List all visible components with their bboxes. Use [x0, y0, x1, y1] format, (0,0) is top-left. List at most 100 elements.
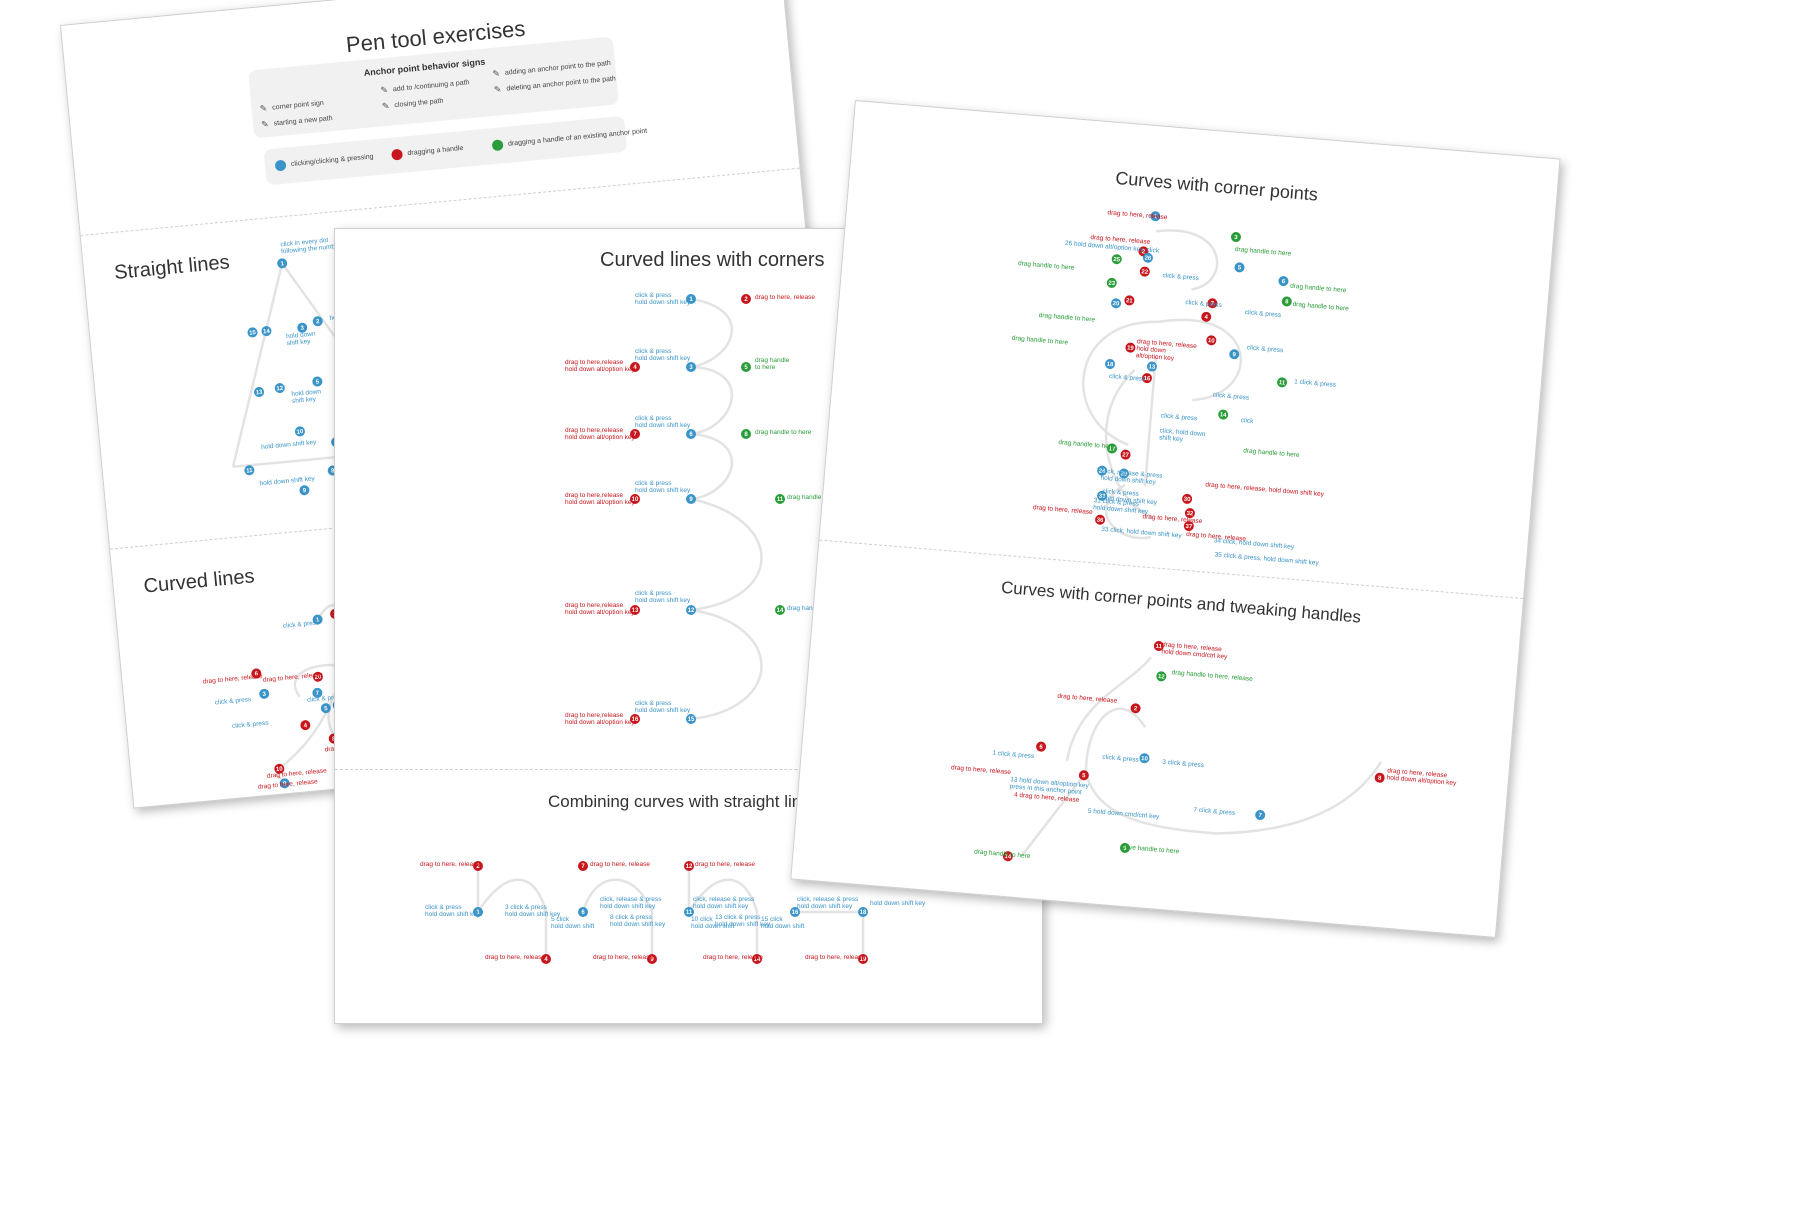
- anchor-dot-36: 36: [1095, 514, 1106, 525]
- svg-text:12: 12: [688, 608, 695, 614]
- svg-text:8: 8: [1285, 299, 1289, 305]
- svg-text:3: 3: [300, 326, 305, 332]
- svg-text:26: 26: [1144, 256, 1152, 263]
- svg-text:36: 36: [1096, 517, 1104, 524]
- anchor-dot-7: 7: [630, 429, 640, 439]
- svg-text:9: 9: [283, 781, 288, 787]
- anchor-dot-30: 30: [1182, 493, 1193, 504]
- svg-text:3: 3: [1234, 235, 1238, 241]
- svg-text:16: 16: [632, 717, 639, 723]
- anchor-dot-7: 7: [1255, 810, 1266, 821]
- anchor-dot-25: 25: [1111, 254, 1122, 265]
- anchor-dot-4: 4: [300, 720, 311, 731]
- anchor-dot-13: 13: [1146, 361, 1157, 372]
- anchor-dot-5: 5: [312, 376, 323, 387]
- instruction-label: drag handle to here: [1292, 301, 1349, 313]
- svg-text:14: 14: [777, 608, 784, 614]
- svg-text:14: 14: [263, 329, 271, 336]
- svg-text:13: 13: [632, 608, 639, 614]
- svg-text:10: 10: [1141, 756, 1149, 763]
- anchor-dot-6: 6: [1278, 276, 1289, 287]
- svg-text:3: 3: [689, 365, 693, 371]
- instruction-label: hold downshift key: [286, 330, 317, 347]
- instruction-label: drag to here, release: [1090, 234, 1151, 246]
- anchor-dot-13: 13: [254, 387, 265, 398]
- anchor-dot-11: 11: [1153, 641, 1164, 652]
- anchor-dot-5: 5: [741, 362, 751, 372]
- anchor-dot-15: 15: [247, 327, 258, 338]
- anchor-dot-20: 20: [312, 671, 323, 682]
- anchor-dot-5: 5: [1234, 262, 1245, 273]
- anchor-dot-8: 8: [741, 429, 751, 439]
- svg-text:10: 10: [276, 766, 284, 773]
- anchor-dot-19: 19: [858, 954, 868, 964]
- instruction-label: click & press: [232, 720, 270, 730]
- svg-text:6: 6: [581, 910, 585, 916]
- anchor-dot-1: 1: [686, 294, 696, 304]
- anchor-dot-10: 10: [630, 494, 640, 504]
- svg-text:5: 5: [1237, 265, 1241, 271]
- instruction-label: drag handle to here: [1290, 283, 1347, 295]
- instruction-label: drag handle to here: [1058, 439, 1115, 451]
- anchor-dot-7: 7: [1207, 298, 1218, 309]
- svg-text:11: 11: [1279, 380, 1286, 387]
- anchor-dot-12: 12: [1156, 671, 1167, 682]
- svg-text:1: 1: [476, 910, 480, 916]
- instruction-label: drag handle to here: [1018, 260, 1075, 272]
- instruction-label: drag to here, release: [1186, 531, 1247, 543]
- anchor-dot-4: 4: [1201, 311, 1212, 322]
- anchor-dot-9: 9: [647, 954, 657, 964]
- anchor-dot-9: 9: [299, 485, 310, 496]
- instruction-label: drag to here, release: [805, 954, 865, 961]
- anchor-dot-10: 10: [294, 426, 305, 437]
- instruction-label: drag to here, releasehold downalt/option…: [1136, 338, 1198, 364]
- instruction-label: 3 click & press: [1162, 759, 1205, 770]
- instruction-label: click: [1240, 417, 1254, 425]
- instruction-label: drag to here, release: [258, 778, 319, 791]
- svg-text:4: 4: [633, 365, 637, 371]
- anchor-dot-18: 18: [1105, 359, 1116, 370]
- svg-text:14: 14: [754, 957, 761, 963]
- svg-text:18: 18: [1106, 362, 1114, 369]
- anchor-dot-2: 2: [473, 861, 483, 871]
- instruction-label: 5 hold down cmd/ctrl key: [1088, 808, 1161, 821]
- anchor-dot-16: 16: [630, 714, 640, 724]
- svg-text:11: 11: [246, 468, 254, 475]
- svg-text:11: 11: [777, 497, 784, 503]
- svg-text:2: 2: [744, 297, 748, 303]
- anchor-dot-6: 6: [1036, 741, 1047, 752]
- svg-text:7: 7: [581, 864, 585, 870]
- anchor-dot-9: 9: [1229, 349, 1240, 360]
- anchor-dot-18: 18: [858, 907, 868, 917]
- instruction-label: click & press: [1185, 299, 1223, 309]
- svg-text:5: 5: [324, 706, 329, 712]
- instruction-label: 1 click & press: [1294, 378, 1337, 389]
- instruction-label: hold down shift key: [870, 900, 926, 907]
- anchor-dot-10: 10: [274, 763, 285, 774]
- svg-text:7: 7: [1210, 301, 1214, 307]
- svg-text:6: 6: [689, 432, 693, 438]
- svg-text:8: 8: [1378, 776, 1382, 782]
- svg-text:23: 23: [1108, 281, 1116, 288]
- anchor-dot-9: 9: [279, 778, 290, 789]
- anchor-dot-11: 11: [684, 907, 694, 917]
- instruction-label: drag handle to here, release: [1171, 669, 1253, 683]
- instruction-label: drag handle to here: [1038, 312, 1095, 324]
- svg-text:1: 1: [1153, 214, 1157, 220]
- svg-text:5: 5: [744, 365, 748, 371]
- svg-text:9: 9: [303, 488, 308, 494]
- svg-text:1: 1: [280, 261, 285, 267]
- instruction-label: 7 click & press: [1193, 806, 1236, 817]
- anchor-dot-8: 8: [1281, 296, 1292, 307]
- instruction-label: drag to here, release: [485, 954, 545, 961]
